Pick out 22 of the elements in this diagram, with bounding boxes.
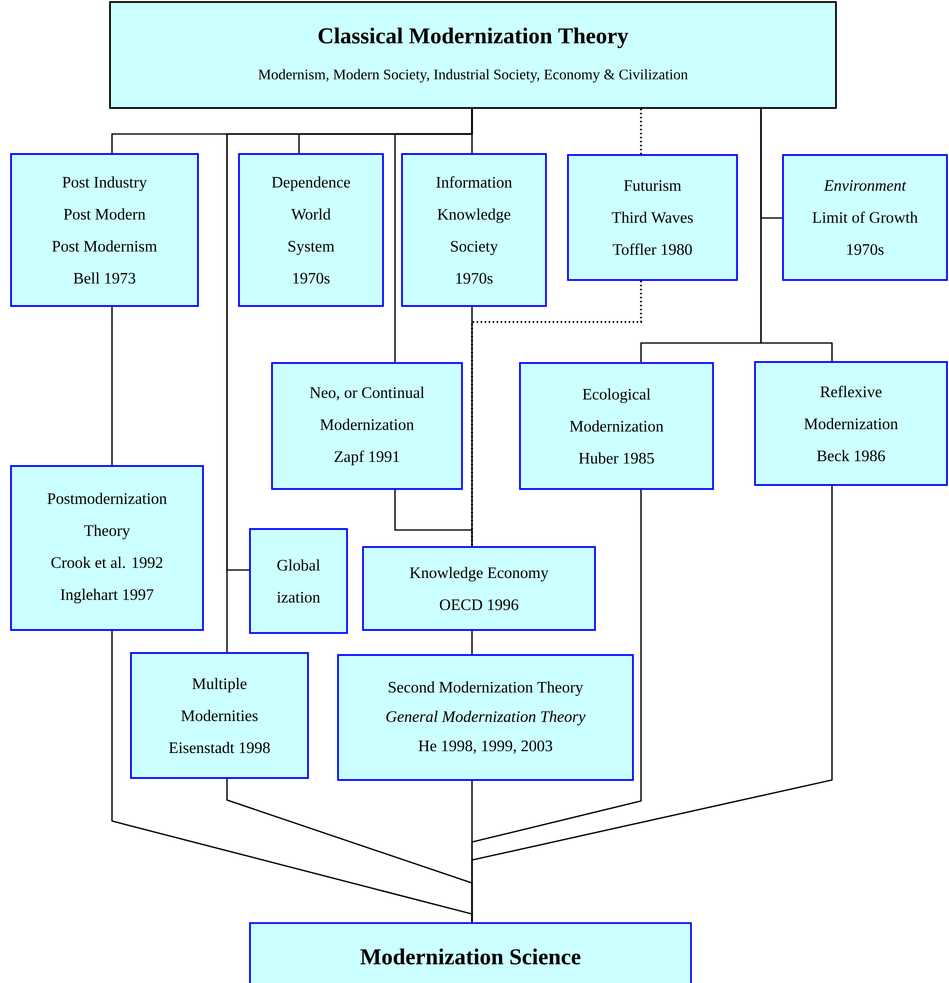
concept-box: Futurism Third Waves Toffler 1980	[567, 154, 738, 281]
concept-box: Dependence World System 1970s	[238, 153, 384, 307]
connector-line	[394, 490, 473, 546]
concept-box: Multiple Modernities Eisenstadt 1998	[130, 652, 309, 779]
concept-box: Second Modernization Theory General Modernization Theory He 1998, 1999, 2003	[337, 654, 634, 781]
concept-box: Postmodernization Theory Crook et al. 1992 Inglehart 1997	[10, 465, 204, 631]
concept-box: Reflexive Modernization Beck 1986	[754, 361, 948, 486]
concept-box: Ecological Modernization Huber 1985	[519, 362, 714, 490]
concept-box: Environment Limit of Growth 1970s	[782, 154, 948, 281]
connector-line	[640, 108, 642, 154]
connector-line	[471, 630, 473, 654]
concept-box: Neo, or Continual Modernization Zapf 1991	[271, 362, 463, 490]
concept-box: Knowledge Economy OECD 1996	[362, 546, 596, 631]
concept-box: Information Knowledge Society 1970s	[401, 153, 547, 307]
connector-line	[471, 280, 642, 546]
connector-line	[111, 306, 113, 466]
concept-box: Post Industry Post Modern Post Modernism Bell 1973	[10, 153, 199, 307]
title-box: Classical Modernization Theory Modernism, Modern Society, Industrial Society, Economy & Civilization	[109, 1, 837, 109]
concept-box: Global ization	[249, 528, 348, 634]
connector-line	[471, 486, 833, 922]
connector-line	[760, 108, 833, 362]
concept-box: Modernization Science	[249, 922, 692, 983]
